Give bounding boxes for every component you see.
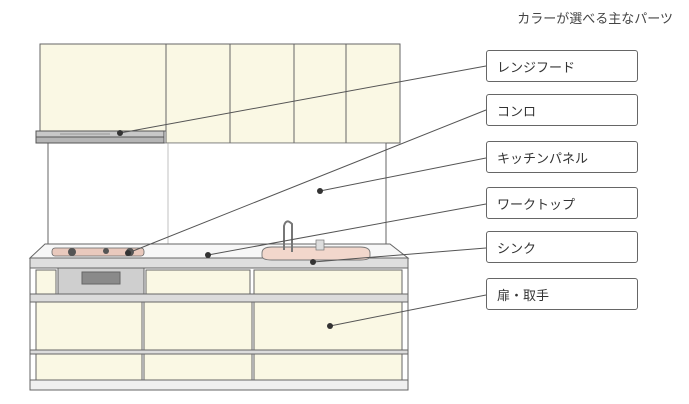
label-worktop: ワークトップ <box>486 187 638 219</box>
base-cabinets <box>29 267 409 391</box>
kitchen-panel <box>47 142 387 248</box>
label-door-handle: 扉・取手 <box>486 278 638 310</box>
upper-cabinets <box>39 43 401 144</box>
label-kitchen-panel: キッチンパネル <box>486 141 638 173</box>
page-title: カラーが選べる主なパーツ <box>517 12 673 27</box>
leader-lines <box>119 65 487 327</box>
label-range-hood: レンジフード <box>486 50 638 82</box>
label-stove: コンロ <box>486 94 638 126</box>
label-sink: シンク <box>486 231 638 263</box>
sink <box>261 220 371 261</box>
leader-dots <box>117 130 333 329</box>
range-hood <box>35 130 165 144</box>
